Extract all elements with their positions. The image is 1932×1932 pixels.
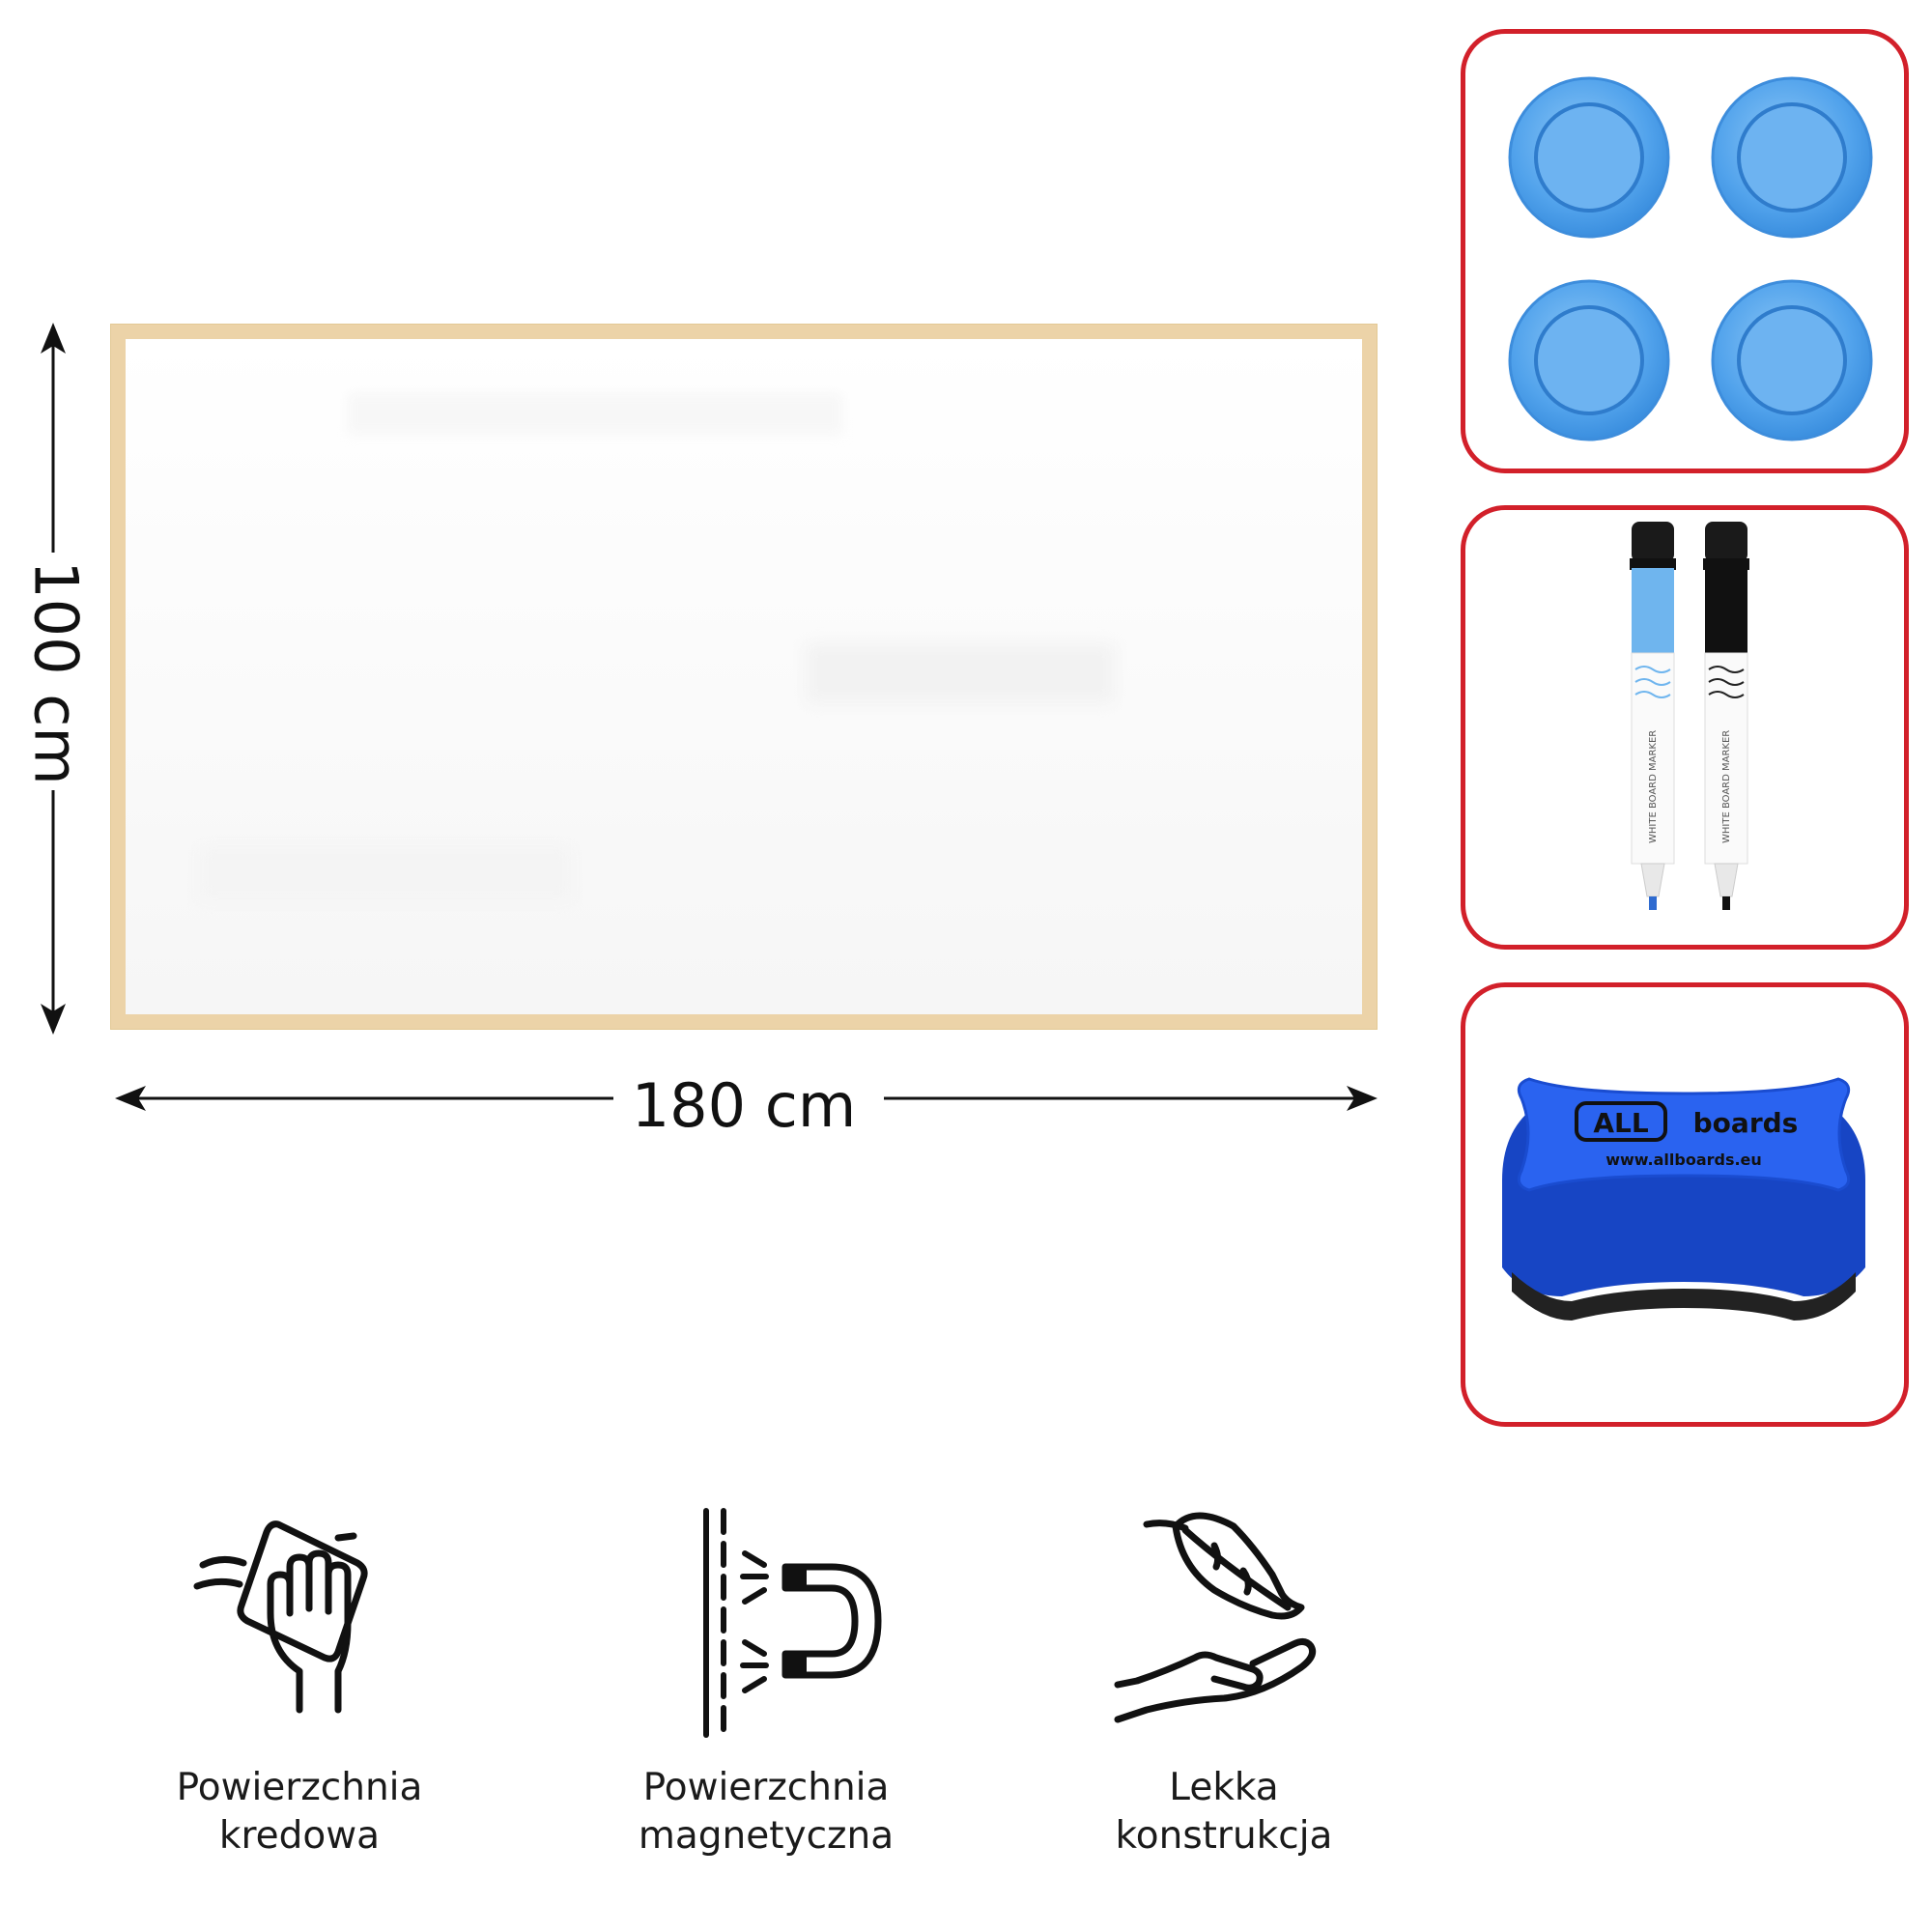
- magnets-image: [1508, 76, 1873, 441]
- svg-text:boards: boards: [1693, 1107, 1799, 1139]
- magnet-icon-4: [1711, 279, 1873, 441]
- magnet-icon-2: [1711, 76, 1873, 239]
- feature-chalk-line2: kredowa: [218, 1814, 381, 1858]
- feature-light-construction: Lekka konstrukcja: [1050, 1507, 1398, 1861]
- magnet-icon-3: [1508, 279, 1670, 441]
- wipe-hand-icon: [193, 1520, 368, 1714]
- svg-text:ALL: ALL: [1593, 1107, 1649, 1139]
- height-label: 100 cm: [20, 560, 92, 785]
- markers-image: WHITE BOARD MARKER WHITE BOARD MARKER: [1630, 522, 1749, 910]
- height-arrow-icon: [41, 323, 66, 1035]
- feature-chalk-surface: Powierzchnia kredowa: [126, 1507, 473, 1861]
- feature-magnet-line1: Powierzchnia: [642, 1766, 890, 1809]
- feature-magnet-line2: magnetyczna: [638, 1814, 895, 1858]
- feature-chalk-line1: Powierzchnia: [176, 1766, 423, 1809]
- markers-box: WHITE BOARD MARKER WHITE BOARD MARKER: [1461, 505, 1909, 950]
- magnet-icon-1: [1508, 76, 1670, 239]
- magnets-box: [1461, 29, 1909, 473]
- feather-hand-icon: [1114, 1512, 1317, 1723]
- width-label: 180 cm: [631, 1070, 857, 1141]
- svg-text:WHITE BOARD MARKER: WHITE BOARD MARKER: [1721, 730, 1732, 843]
- feature-light-line2: konstrukcja: [1115, 1814, 1333, 1858]
- black-marker-icon: WHITE BOARD MARKER: [1703, 522, 1749, 910]
- magnet-surface-icon: [703, 1508, 882, 1738]
- whiteboard-image: [111, 325, 1377, 1029]
- blue-marker-icon: WHITE BOARD MARKER: [1630, 522, 1676, 910]
- svg-text:www.allboards.eu: www.allboards.eu: [1605, 1151, 1762, 1169]
- eraser-box: ALL boards www.allboards.eu: [1461, 982, 1909, 1427]
- feature-magnetic-surface: Powierzchnia magnetyczna: [592, 1507, 940, 1861]
- eraser-image: ALL boards www.allboards.eu: [1502, 1077, 1865, 1321]
- feature-light-line1: Lekka: [1169, 1766, 1279, 1809]
- width-arrow-icon: [115, 1086, 1378, 1111]
- svg-text:WHITE BOARD MARKER: WHITE BOARD MARKER: [1648, 730, 1659, 843]
